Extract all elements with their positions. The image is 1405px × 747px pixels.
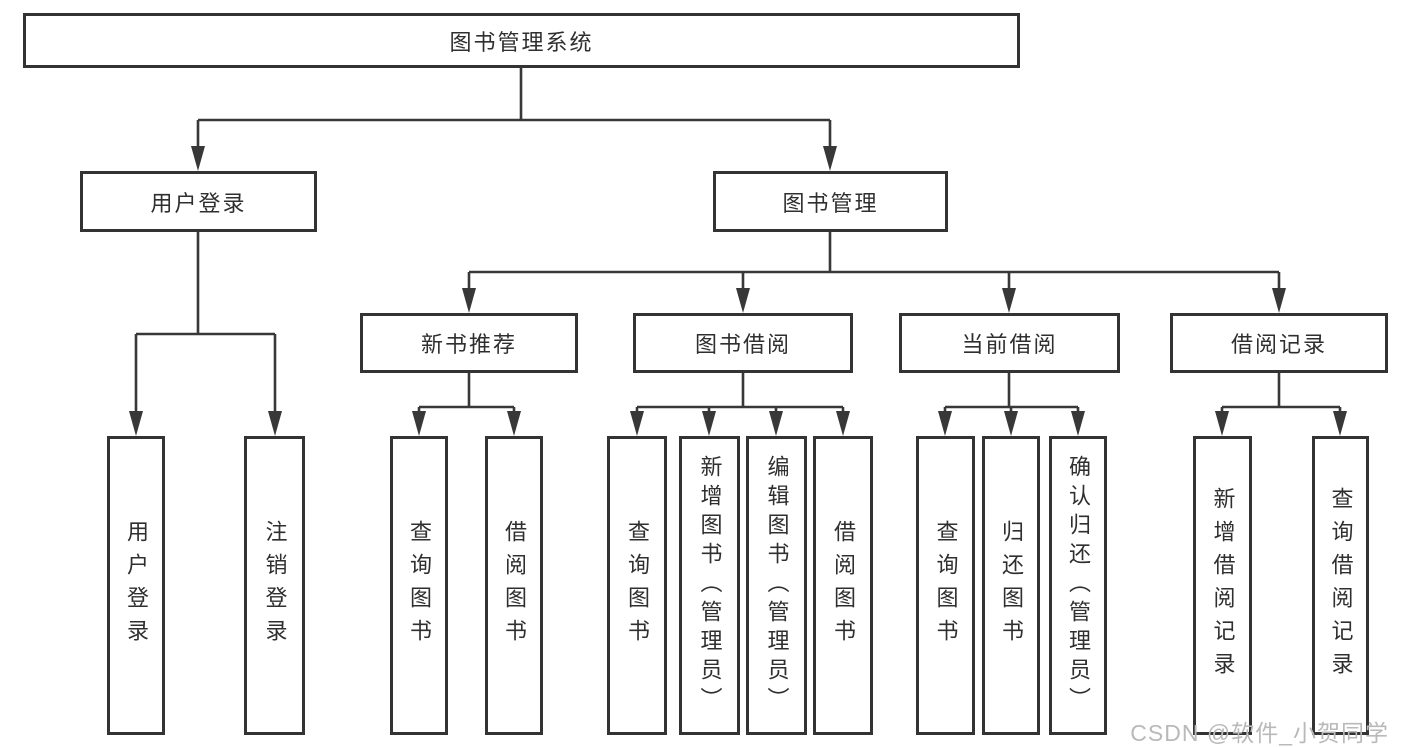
leaf-record-add-record-label: 新增借阅记录	[1210, 486, 1236, 685]
leaf-recommend-borrow-book-label: 借阅图书	[502, 519, 527, 652]
leaf-borrow-edit-book-admin: 编辑图书（管理员）	[746, 436, 807, 735]
leaf-logout-label: 注销登录	[262, 519, 288, 652]
leaf-current-return-book: 归还图书	[982, 436, 1040, 735]
leaf-borrow-query-book-label: 查询图书	[625, 519, 650, 652]
leaf-borrow-borrow-book-label: 借阅图书	[831, 519, 856, 652]
node-borrow-record: 借阅记录	[1170, 313, 1388, 373]
node-new-book-recommend: 新书推荐	[360, 313, 578, 373]
leaf-borrow-query-book: 查询图书	[607, 436, 667, 735]
leaf-borrow-borrow-book: 借阅图书	[813, 436, 873, 735]
node-new-book-recommend-label: 新书推荐	[420, 332, 517, 357]
leaf-current-query-book: 查询图书	[916, 436, 975, 735]
leaf-user-login: 用户登录	[107, 436, 165, 735]
leaf-recommend-borrow-book: 借阅图书	[485, 436, 543, 735]
leaf-current-query-book-label: 查询图书	[933, 519, 959, 652]
leaf-record-add-record: 新增借阅记录	[1193, 436, 1252, 735]
node-current-borrow: 当前借阅	[899, 313, 1120, 373]
node-current-borrow-label: 当前借阅	[961, 332, 1058, 357]
leaf-borrow-edit-book-admin-label: 编辑图书（管理员）	[764, 455, 790, 716]
node-book-management-label: 图书管理	[782, 190, 879, 216]
leaf-current-return-book-label: 归还图书	[999, 519, 1024, 652]
leaf-recommend-query-book-label: 查询图书	[407, 519, 432, 652]
node-user-login: 用户登录	[80, 171, 317, 232]
leaf-recommend-query-book: 查询图书	[390, 436, 448, 735]
node-borrow-record-label: 借阅记录	[1230, 332, 1327, 357]
leaf-current-confirm-return-admin-label: 确认归还（管理员）	[1066, 455, 1091, 716]
node-user-login-label: 用户登录	[150, 190, 247, 216]
leaf-logout: 注销登录	[244, 436, 305, 735]
leaf-borrow-add-book-admin-label: 新增图书（管理员）	[697, 455, 723, 716]
arrowheads	[129, 146, 1347, 436]
node-book-management: 图书管理	[713, 171, 948, 232]
leaf-record-query-record-label: 查询借阅记录	[1328, 486, 1354, 685]
node-root-label: 图书管理系统	[449, 29, 594, 55]
leaf-current-confirm-return-admin: 确认归还（管理员）	[1049, 436, 1107, 735]
leaf-record-query-record: 查询借阅记录	[1312, 436, 1369, 735]
watermark: CSDN @软件_小贺同学	[1130, 720, 1389, 746]
leaf-borrow-add-book-admin: 新增图书（管理员）	[679, 436, 740, 735]
node-book-borrow: 图书借阅	[633, 313, 853, 373]
node-root: 图书管理系统	[23, 13, 1020, 68]
node-book-borrow-label: 图书借阅	[694, 332, 791, 357]
leaf-user-login-label: 用户登录	[124, 519, 149, 652]
